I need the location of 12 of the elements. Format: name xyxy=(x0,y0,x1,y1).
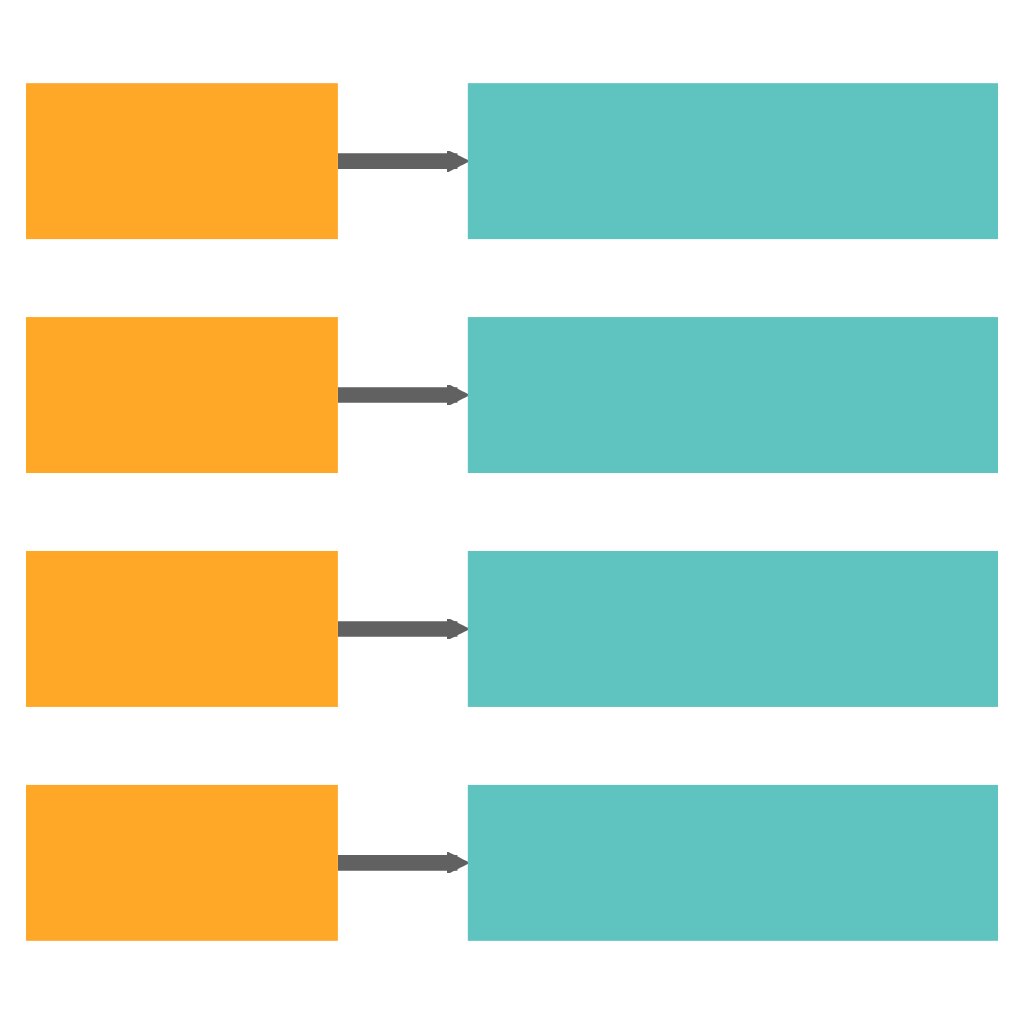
arrow xyxy=(337,617,469,641)
node-bar xyxy=(467,551,998,707)
node-bar xyxy=(467,784,998,941)
node-box xyxy=(26,83,338,240)
node-bar xyxy=(467,83,998,240)
arrow xyxy=(337,851,469,875)
arrow xyxy=(337,383,469,407)
node-box xyxy=(26,317,338,473)
arrow xyxy=(337,149,469,173)
node-box xyxy=(26,784,338,941)
node-box xyxy=(26,551,338,707)
node-bar xyxy=(467,317,998,473)
